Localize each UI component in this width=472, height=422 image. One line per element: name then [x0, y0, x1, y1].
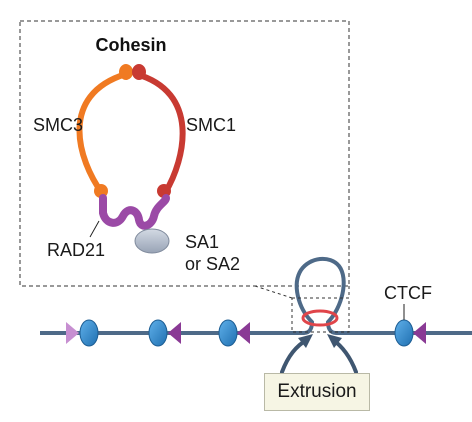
smc3-arm — [76, 71, 129, 196]
cohesin-ring — [301, 309, 339, 327]
rad21-subunit — [99, 194, 170, 230]
smc1-label: SMC1 — [186, 115, 236, 135]
sa-subunit — [134, 228, 170, 254]
inset-box — [19, 20, 350, 287]
extrusion-arrowhead-left — [298, 334, 313, 348]
ctcf-site-2 — [168, 322, 181, 344]
ctcf-protein-3 — [218, 319, 238, 347]
extrusion-label-box: Extrusion — [264, 373, 370, 411]
sa-label-line1: SA1 — [185, 232, 219, 252]
smc3-hinge — [119, 64, 133, 80]
ctcf-protein-1 — [79, 319, 99, 347]
smc3-label: SMC3 — [33, 115, 83, 135]
rad21-label: RAD21 — [47, 240, 105, 260]
ctcf-protein-2 — [148, 319, 168, 347]
ctcf-label: CTCF — [384, 283, 432, 303]
ctcf-protein-4 — [394, 319, 414, 347]
ctcf-site-1 — [66, 322, 79, 344]
extrusion-label: Extrusion — [277, 381, 357, 402]
ctcf-site-3 — [237, 322, 250, 344]
ctcf-site-4 — [413, 322, 426, 344]
extrusion-site-box — [291, 297, 350, 333]
smc1-arm — [133, 71, 186, 196]
sa-label-line2: or SA2 — [185, 254, 240, 274]
chromatin-loop — [294, 257, 346, 324]
inset-connector-left — [254, 285, 293, 299]
smc1-hinge — [132, 64, 146, 80]
rad21-leader — [89, 220, 100, 238]
extrusion-arrowhead-right — [327, 334, 342, 348]
inset-title: Cohesin — [95, 35, 166, 55]
